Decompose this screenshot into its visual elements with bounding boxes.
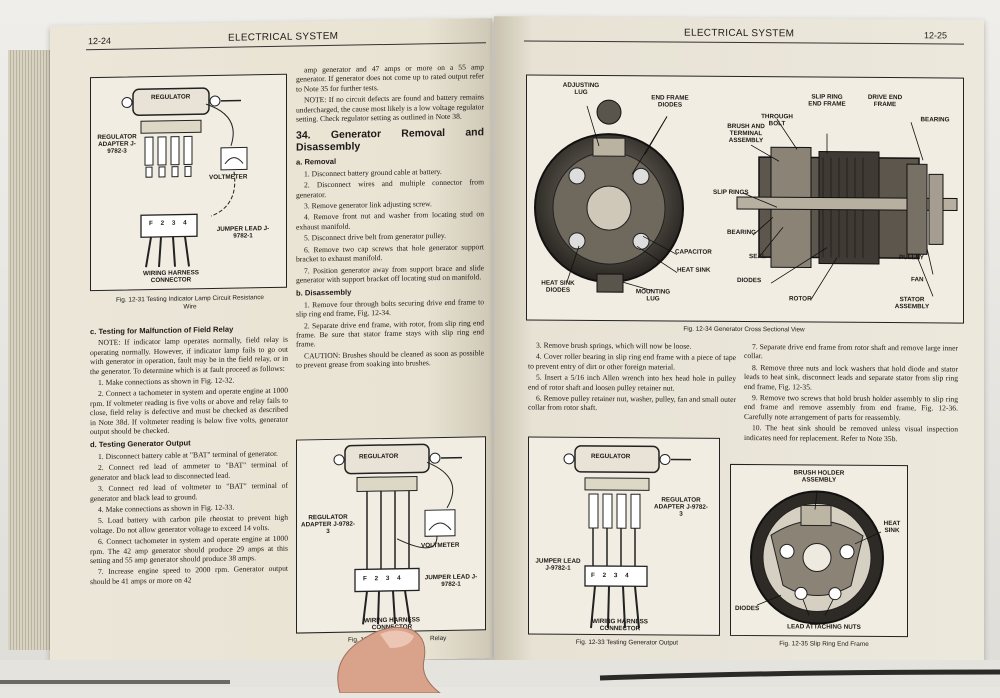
page-edges xyxy=(8,50,52,650)
figure-12-33-caption: Fig. 12-33 Testing Generator Output xyxy=(542,639,712,648)
paragraph: 5. Load battery with carbon pile rheosta… xyxy=(90,513,288,535)
fig34-label-fan: FAN xyxy=(911,276,924,283)
paragraph: 8. Remove three nuts and lock washers th… xyxy=(744,363,958,393)
section-heading: b. Disassembly xyxy=(296,286,484,299)
fig34-label-diodes: DIODES xyxy=(737,277,761,284)
fig35-label-heat-sink: HEAT SINK xyxy=(879,520,905,534)
right-column-2: 7. Separate drive end frame from rotor s… xyxy=(744,342,958,446)
right-page-header: ELECTRICAL SYSTEM xyxy=(684,28,794,40)
thumb-drawing xyxy=(320,608,470,693)
fig34-label-heat-sink: HEAT SINK xyxy=(677,267,710,274)
paragraph: 3. Remove generator link adjusting screw… xyxy=(296,198,484,211)
figure-12-35: BRUSH HOLDER ASSEMBLY HEAT SINK DIODES L… xyxy=(730,464,908,637)
fig33-label-adapter: REGULATOR ADAPTER J-9782-3 xyxy=(653,496,709,517)
figure-12-33-drawing xyxy=(529,438,719,635)
paragraph: NOTE: If no circuit defects are found an… xyxy=(296,93,484,125)
paragraph: amp generator and 47 amps or more on a 5… xyxy=(296,62,484,94)
fig34-label-drive-end-frame: DRIVE END FRAME xyxy=(865,94,905,108)
figure-12-33: REGULATOR REGULATOR ADAPTER J-9782-3 JUM… xyxy=(528,437,720,636)
paragraph: 1. Disconnect battery ground cable at ba… xyxy=(296,166,484,179)
thumb xyxy=(320,608,470,693)
paragraph: 7. Increase engine speed to 2000 rpm. Ge… xyxy=(90,564,288,586)
paragraph: 2. Connect a tachometer in system and op… xyxy=(90,386,288,436)
section-heading: a. Removal xyxy=(296,155,484,168)
paragraph: 10. The heat sink should be removed unle… xyxy=(744,423,958,443)
fig34-label-seal: SEAL xyxy=(749,253,766,260)
paragraph: 2. Separate drive end frame, with rotor,… xyxy=(296,318,484,350)
right-column-1: 3. Remove brush springs, which will now … xyxy=(528,341,736,416)
left-page: 12-24 ELECTRICAL SYSTEM REGULATOR REGULA… xyxy=(50,18,492,666)
fig32-label-jumper: JUMPER LEAD J-9782-1 xyxy=(421,573,481,588)
paragraph: CAUTION: Brushes should be cleaned as so… xyxy=(296,348,484,370)
fig34-label-heat-sink-diodes: HEAT SINK DIODES xyxy=(533,280,583,294)
left-column-2: amp generator and 47 amps or more on a 5… xyxy=(296,62,484,372)
fig32-label-voltmeter: VOLTMETER xyxy=(421,542,459,550)
fig34-label-end-frame-diodes: END FRAME DIODES xyxy=(645,94,695,108)
figure-12-34-caption: Fig. 12-34 Generator Cross Sectional Vie… xyxy=(644,325,844,334)
paragraph: 4. Cover roller bearing in slip ring end… xyxy=(528,352,736,372)
left-page-header: ELECTRICAL SYSTEM xyxy=(228,31,338,44)
fig34-label-stator: STATOR ASSEMBLY xyxy=(891,296,933,310)
fig33-label-harness: WIRING HARNESS CONNECTOR xyxy=(585,618,655,632)
cable-strip xyxy=(0,660,1000,687)
paragraph: 2. Disconnect wires and multiple connect… xyxy=(296,178,484,200)
paragraph: 6. Connect tachometer in system and oper… xyxy=(90,534,288,566)
figure-12-31-caption: Fig. 12-31 Testing Indicator Lamp Circui… xyxy=(110,294,270,313)
fig33-label-regulator: REGULATOR xyxy=(591,453,630,460)
fig32-label-terminals: F 2 3 4 xyxy=(363,575,404,583)
cable-drawing xyxy=(0,660,1000,687)
paragraph: 3. Connect red lead of voltmeter to "BAT… xyxy=(90,481,288,503)
fig34-label-pulley: PULLEY xyxy=(899,254,924,261)
section-heading: 34. Generator Removal and Disassembly xyxy=(296,127,484,154)
paragraph: 4. Remove front nut and washer from loca… xyxy=(296,210,484,232)
figure-12-32: REGULATOR REGULATOR ADAPTER J-9782-3 VOL… xyxy=(296,436,486,633)
paragraph: 6. Remove pulley retainer nut, washer, p… xyxy=(528,394,736,414)
paragraph: 2. Connect red lead of ammeter to "BAT" … xyxy=(90,460,288,482)
left-page-number: 12-24 xyxy=(88,36,111,46)
figure-12-34-drawing xyxy=(527,76,963,323)
left-column-1: c. Testing for Malfunction of Field Rela… xyxy=(90,320,288,589)
fig31-label-terminals: F 2 3 4 xyxy=(149,219,190,227)
fig34-label-brush-terminal: BRUSH AND TERMINAL ASSEMBLY xyxy=(721,123,771,144)
paragraph: 7. Separate drive end frame from rotor s… xyxy=(744,342,958,362)
fig35-label-diodes: DIODES xyxy=(735,605,759,612)
fig34-label-slip-ring-end-frame: SLIP RING END FRAME xyxy=(805,93,849,107)
paragraph: 3. Remove brush springs, which will now … xyxy=(528,341,736,352)
figure-12-35-caption: Fig. 12-35 Slip Ring End Frame xyxy=(744,640,904,649)
fig34-label-capacitor: CAPACITOR xyxy=(675,249,712,256)
paragraph: 1. Remove four through bolts securing dr… xyxy=(296,297,484,319)
fig34-label-bearing-top: BEARING xyxy=(913,116,957,123)
fig34-label-mounting-lug: MOUNTING LUG xyxy=(633,288,673,302)
figure-12-31-drawing xyxy=(91,75,286,290)
fig34-label-bearing: BEARING xyxy=(727,229,756,236)
paragraph: 7. Position generator away from support … xyxy=(296,263,484,285)
fig33-label-jumper: JUMPER LEAD J-9782-1 xyxy=(533,558,583,572)
fig31-label-adapter: REGULATOR ADAPTER J-9782-3 xyxy=(93,133,141,155)
right-page-number: 12-25 xyxy=(924,30,947,40)
fig31-label-voltmeter: VOLTMETER xyxy=(209,173,247,181)
left-header-rule xyxy=(86,42,486,50)
figure-12-31: REGULATOR REGULATOR ADAPTER J-9782-3 VOL… xyxy=(90,74,287,291)
paragraph: 5. Insert a 5/16 inch Allen wrench into … xyxy=(528,373,736,393)
fig34-label-adjusting-lug: ADJUSTING LUG xyxy=(557,82,605,96)
fig32-label-adapter: REGULATOR ADAPTER J-9782-3 xyxy=(301,514,355,536)
fig31-label-harness: WIRING HARNESS CONNECTOR xyxy=(131,269,211,284)
fig31-label-regulator: REGULATOR xyxy=(151,93,190,101)
fig34-label-rotor: ROTOR xyxy=(789,295,812,302)
right-header-rule xyxy=(524,40,964,44)
paragraph: 6. Remove two cap screws that hole gener… xyxy=(296,242,484,264)
paragraph: NOTE: If indicator lamp operates normall… xyxy=(90,335,288,376)
paragraph: 5. Disconnect drive belt from generator … xyxy=(296,231,484,244)
fig35-label-nuts: LEAD ATTACHING NUTS xyxy=(779,623,869,631)
right-page: ELECTRICAL SYSTEM 12-25 xyxy=(494,16,984,671)
fig33-label-terminals: F 2 3 4 xyxy=(591,572,632,579)
fig31-label-jumper: JUMPER LEAD J-9782-1 xyxy=(213,225,273,240)
fig32-label-regulator: REGULATOR xyxy=(359,453,398,461)
figure-12-34: ADJUSTING LUG END FRAME DIODES SLIP RING… xyxy=(526,75,964,324)
paragraph: 9. Remove two screws that hold brush hol… xyxy=(744,393,958,423)
fig34-label-slip-rings: SLIP RINGS xyxy=(713,189,749,196)
fig35-label-brush-holder: BRUSH HOLDER ASSEMBLY xyxy=(787,469,851,483)
